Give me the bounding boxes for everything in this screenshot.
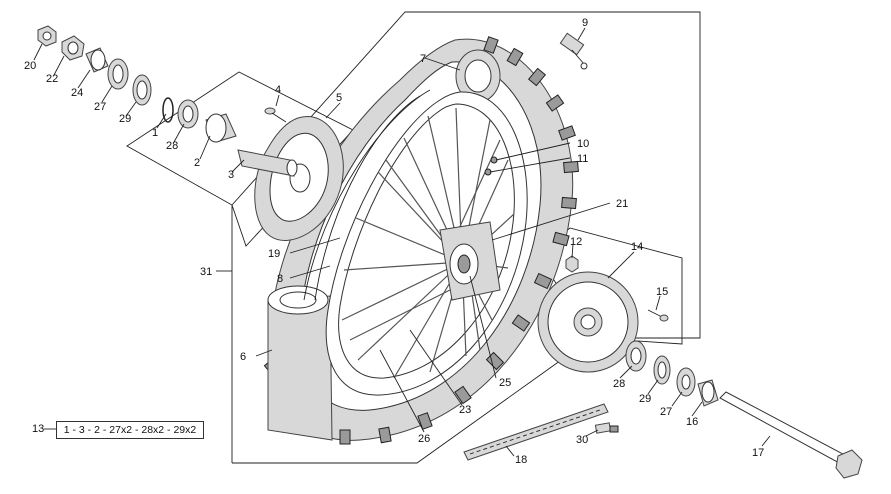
- seal-left: [107, 58, 129, 90]
- seal-right: [653, 355, 671, 385]
- callout-18: 18: [515, 454, 527, 466]
- callout-1: 1: [152, 127, 158, 139]
- kit-number: 13: [32, 423, 45, 435]
- bearing-right: [625, 340, 647, 372]
- callout-29-right: 29: [639, 393, 651, 405]
- callout-16: 16: [686, 416, 698, 428]
- callout-27-right: 27: [660, 406, 672, 418]
- callout-31: 31: [200, 266, 212, 278]
- callout-23: 23: [459, 404, 471, 416]
- callout-7: 7: [420, 53, 426, 65]
- callout-5: 5: [336, 92, 342, 104]
- brake-disc: [254, 116, 344, 241]
- callout-6: 6: [240, 351, 246, 363]
- callout-22: 22: [46, 73, 58, 85]
- disc-bolt: [264, 107, 287, 123]
- hub-spacer: [205, 113, 237, 143]
- axle: [719, 391, 863, 479]
- seal-right-2: [676, 367, 696, 397]
- callout-26: 26: [418, 433, 430, 445]
- callout-25: 25: [499, 377, 511, 389]
- bearing-left: [177, 99, 199, 129]
- callout-27-left: 27: [94, 101, 106, 113]
- axle-nut: [37, 25, 57, 47]
- sprocket: [537, 271, 639, 373]
- callout-15: 15: [656, 286, 668, 298]
- callout-14: 14: [631, 241, 643, 253]
- sprocket-nut: [565, 255, 579, 273]
- sprocket-bolt: [647, 309, 669, 322]
- valve: [559, 32, 588, 70]
- callout-17: 17: [752, 447, 764, 459]
- chain: [463, 403, 609, 461]
- rim: [303, 89, 528, 396]
- circlip: [162, 97, 174, 123]
- hub-bushing: [237, 149, 298, 177]
- spacer-right: [697, 379, 719, 407]
- callout-19: 19: [268, 248, 280, 260]
- callout-11: 11: [577, 153, 588, 165]
- callout-28-right: 28: [613, 378, 625, 390]
- chain-master-link: [594, 422, 619, 434]
- callout-24: 24: [71, 87, 83, 99]
- callout-12: 12: [570, 236, 582, 248]
- spacer-left: [85, 47, 109, 73]
- callout-9: 9: [582, 17, 588, 29]
- seal-left-2: [132, 74, 152, 106]
- kit-contents-box: 1 - 3 - 2 - 27x2 - 28x2 - 29x2: [56, 421, 204, 439]
- inner-tube: [455, 49, 501, 103]
- callout-3: 3: [228, 169, 234, 181]
- callout-20: 20: [24, 60, 36, 72]
- callout-28-left: 28: [166, 140, 178, 152]
- callout-labels: 1 2 3 4 5 6 7 8 9 10 11 12 14 15 16 17 1…: [24, 17, 764, 466]
- callout-29-left: 29: [119, 113, 131, 125]
- callout-30: 30: [576, 434, 588, 446]
- callout-8: 8: [277, 273, 283, 285]
- assembly-outline: [231, 11, 701, 464]
- callout-10: 10: [577, 138, 589, 150]
- leader-lines: [33, 27, 771, 457]
- hub: [439, 221, 501, 301]
- axle-nut-2: [61, 35, 85, 61]
- callout-21: 21: [616, 198, 628, 210]
- callout-4: 4: [275, 84, 281, 96]
- callout-2: 2: [194, 157, 200, 169]
